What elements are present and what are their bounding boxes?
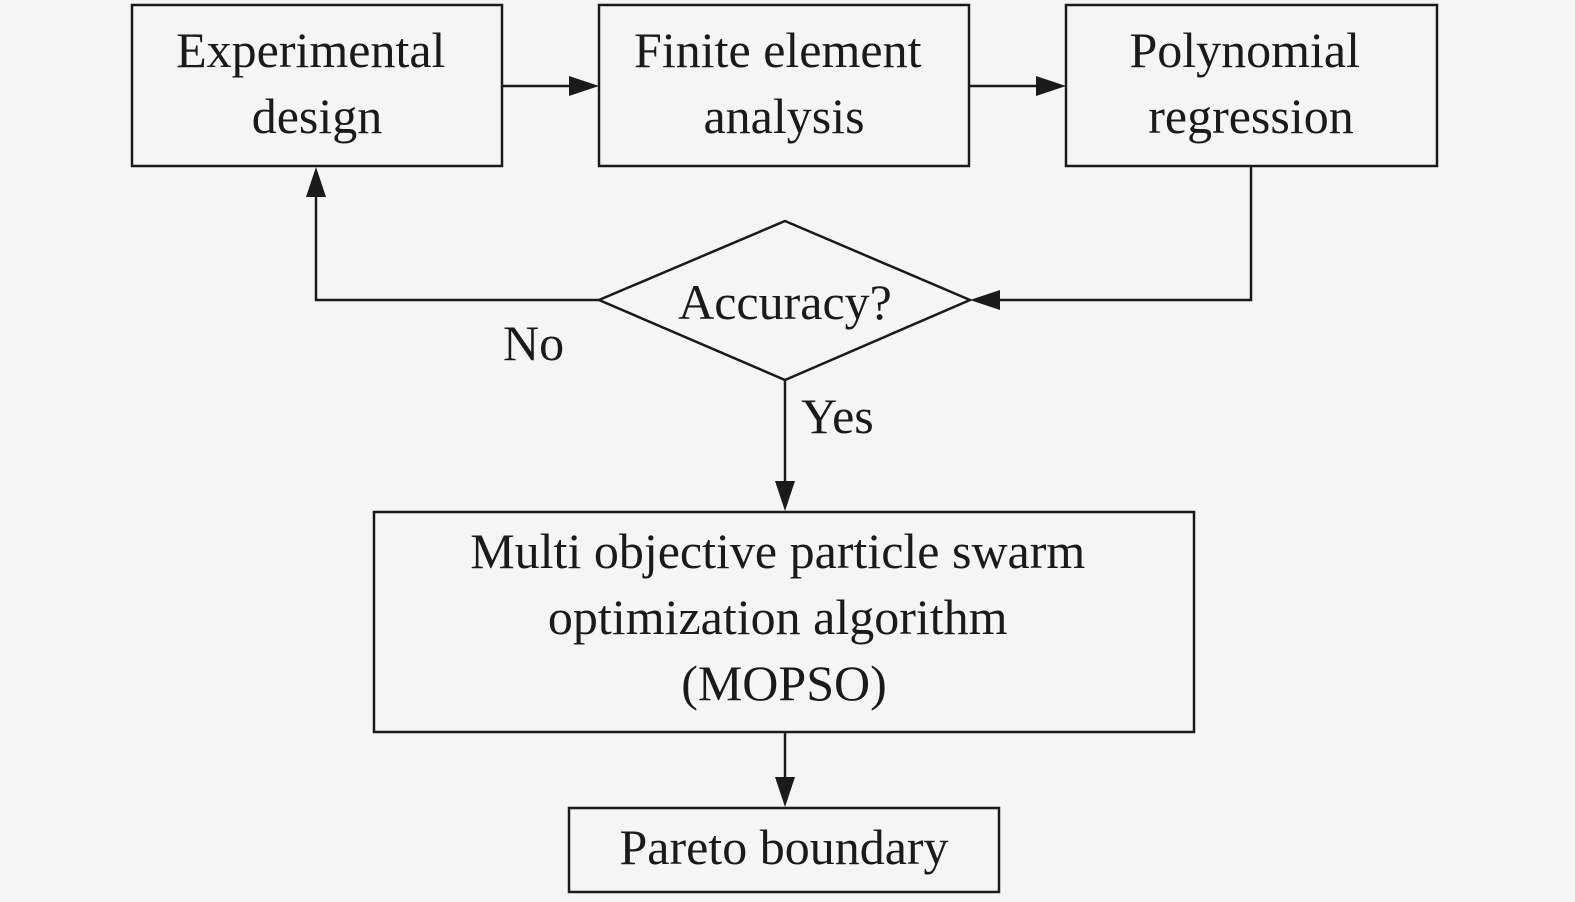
yes-edge-label: Yes bbox=[801, 388, 874, 444]
no-edge-label: No bbox=[503, 315, 564, 371]
experimental-design-label: Experimental design bbox=[176, 22, 458, 144]
pareto-boundary-box bbox=[567, 806, 1001, 894]
polynomial-regression-label: Polynomial regression bbox=[1129, 22, 1372, 144]
arrowhead-experimental-to-fea bbox=[569, 76, 599, 96]
pareto-boundary-label: Pareto boundary bbox=[619, 819, 948, 875]
mopso-label: Multi objective particle swarm optimizat… bbox=[470, 523, 1098, 711]
arrowhead-yes-to-mopso bbox=[775, 481, 795, 511]
finite-element-analysis-label: Finite element analysis bbox=[634, 22, 934, 144]
arrowhead-fea-to-regression bbox=[1036, 76, 1066, 96]
experimental-design-box bbox=[130, 3, 504, 168]
mopso-box bbox=[372, 510, 1196, 734]
accuracy-decision-label: Accuracy? bbox=[678, 274, 892, 330]
arrow-no-to-experimental bbox=[314, 194, 599, 302]
finite-element-analysis-box bbox=[597, 3, 971, 168]
arrow-regression-to-accuracy bbox=[997, 166, 1253, 302]
arrowhead-no-to-experimental bbox=[306, 167, 326, 197]
polynomial-regression-box bbox=[1064, 3, 1439, 168]
arrowhead-regression-to-accuracy bbox=[970, 290, 1000, 310]
arrowhead-mopso-to-pareto bbox=[775, 777, 795, 807]
